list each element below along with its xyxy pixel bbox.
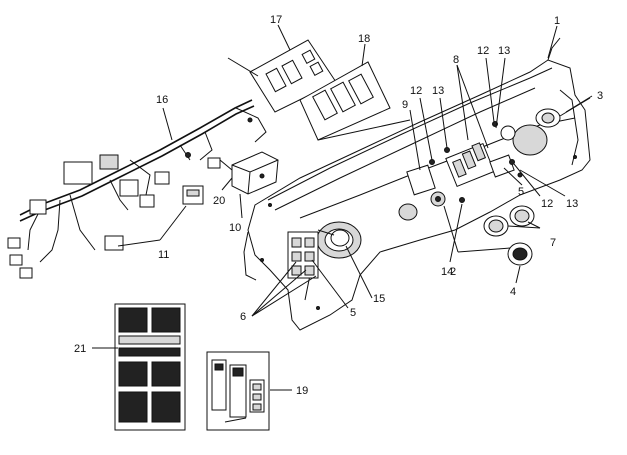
callout-2: 2 bbox=[450, 266, 456, 278]
callout-16: 16 bbox=[156, 94, 168, 106]
bracket-20 bbox=[231, 151, 279, 195]
callout-13-right: 13 bbox=[498, 45, 510, 57]
panel-18 bbox=[299, 61, 411, 141]
decal-sheet-19 bbox=[206, 351, 270, 431]
gauge-3 bbox=[535, 97, 591, 128]
callout-12-right: 12 bbox=[477, 45, 489, 57]
callout-10: 10 bbox=[229, 222, 241, 234]
callout-19: 19 bbox=[296, 385, 308, 397]
gauge-4 bbox=[507, 242, 533, 266]
relay-11 bbox=[104, 185, 204, 251]
callout-1: 1 bbox=[554, 15, 560, 27]
callout-12-left: 12 bbox=[410, 85, 422, 97]
callout-9: 9 bbox=[402, 99, 408, 111]
wiring-harness-16 bbox=[7, 99, 267, 279]
callout-8: 8 bbox=[453, 54, 459, 66]
callout-21: 21 bbox=[74, 343, 86, 355]
decal-sheet-21 bbox=[114, 303, 186, 431]
callout-18: 18 bbox=[358, 33, 370, 45]
panel-17 bbox=[227, 39, 337, 113]
callout-6: 6 bbox=[240, 311, 246, 323]
callout-14: 14 bbox=[441, 266, 453, 278]
gauge-15 bbox=[317, 229, 350, 247]
callout-5-lower: 5 bbox=[350, 307, 356, 319]
callout-7: 7 bbox=[550, 237, 556, 249]
callout-17: 17 bbox=[270, 14, 282, 26]
callout-13-lower: 13 bbox=[566, 198, 578, 210]
callout-5-right: 5 bbox=[518, 186, 524, 198]
callout-3: 3 bbox=[597, 90, 603, 102]
callout-13-left: 13 bbox=[432, 85, 444, 97]
gauges-7 bbox=[483, 205, 535, 237]
callout-15: 15 bbox=[373, 293, 385, 305]
callout-12-lower: 12 bbox=[541, 198, 553, 210]
callout-20: 20 bbox=[213, 195, 225, 207]
callout-4: 4 bbox=[510, 286, 516, 298]
leader-lines bbox=[92, 24, 593, 391]
callout-labels: 1 7 4 2 3 5 5 6 8 9 10 11 12 12 12 13 13… bbox=[74, 14, 603, 397]
callout-11: 11 bbox=[158, 249, 169, 261]
